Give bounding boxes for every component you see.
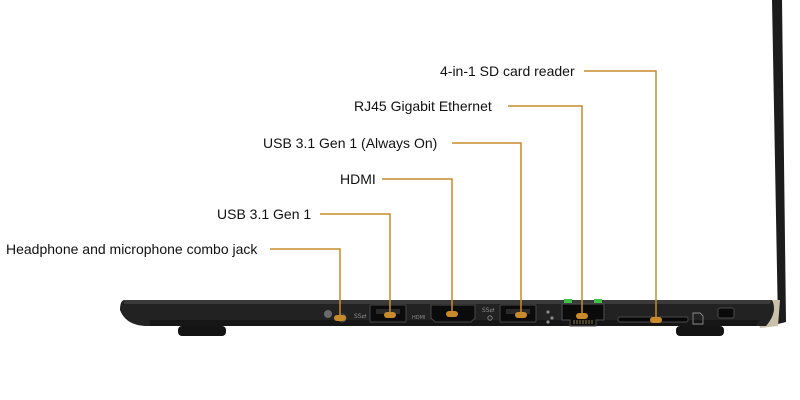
label-hdmi: HDMI xyxy=(340,171,376,187)
callout-line-usb-always-on xyxy=(452,142,522,315)
security-lock-slot xyxy=(717,307,735,319)
callout-line-combo-jack xyxy=(270,248,341,318)
label-rj45-ethernet: RJ45 Gigabit Ethernet xyxy=(354,98,492,114)
callout-line-sd-card-reader xyxy=(584,70,657,320)
callout-leaders xyxy=(270,70,657,320)
sd-card-icon xyxy=(692,312,704,325)
callout-line-hdmi xyxy=(382,178,453,314)
label-sd-card-reader: 4-in-1 SD card reader xyxy=(440,63,575,79)
callout-marker-combo-jack xyxy=(334,315,346,321)
label-usb-always-on: USB 3.1 Gen 1 (Always On) xyxy=(263,135,438,151)
laptop-foot-left xyxy=(178,326,226,336)
callout-marker-usb-always-on xyxy=(515,312,527,318)
callout-line-rj45-ethernet xyxy=(508,105,583,316)
callout-marker-hdmi xyxy=(446,311,458,317)
callout-marker-usb-gen1 xyxy=(384,312,396,318)
svg-text:SS⇄: SS⇄ xyxy=(354,313,367,320)
laptop-lid xyxy=(772,0,786,324)
laptop-base-bottom-shade xyxy=(150,320,760,326)
hdmi-port-marking: HDMI xyxy=(412,315,425,321)
laptop-foot-right xyxy=(676,326,724,336)
svg-text:SS⇄: SS⇄ xyxy=(482,307,495,314)
label-combo-jack: Headphone and microphone combo jack xyxy=(6,241,258,257)
callout-markers xyxy=(334,311,662,323)
laptop-base-top-edge xyxy=(124,300,772,304)
callout-line-usb-gen1 xyxy=(320,213,391,315)
callout-marker-rj45-ethernet xyxy=(576,313,588,319)
network-icon xyxy=(546,310,554,324)
label-usb-gen1: USB 3.1 Gen 1 xyxy=(217,206,312,222)
callout-marker-sd-card-reader xyxy=(650,317,662,323)
